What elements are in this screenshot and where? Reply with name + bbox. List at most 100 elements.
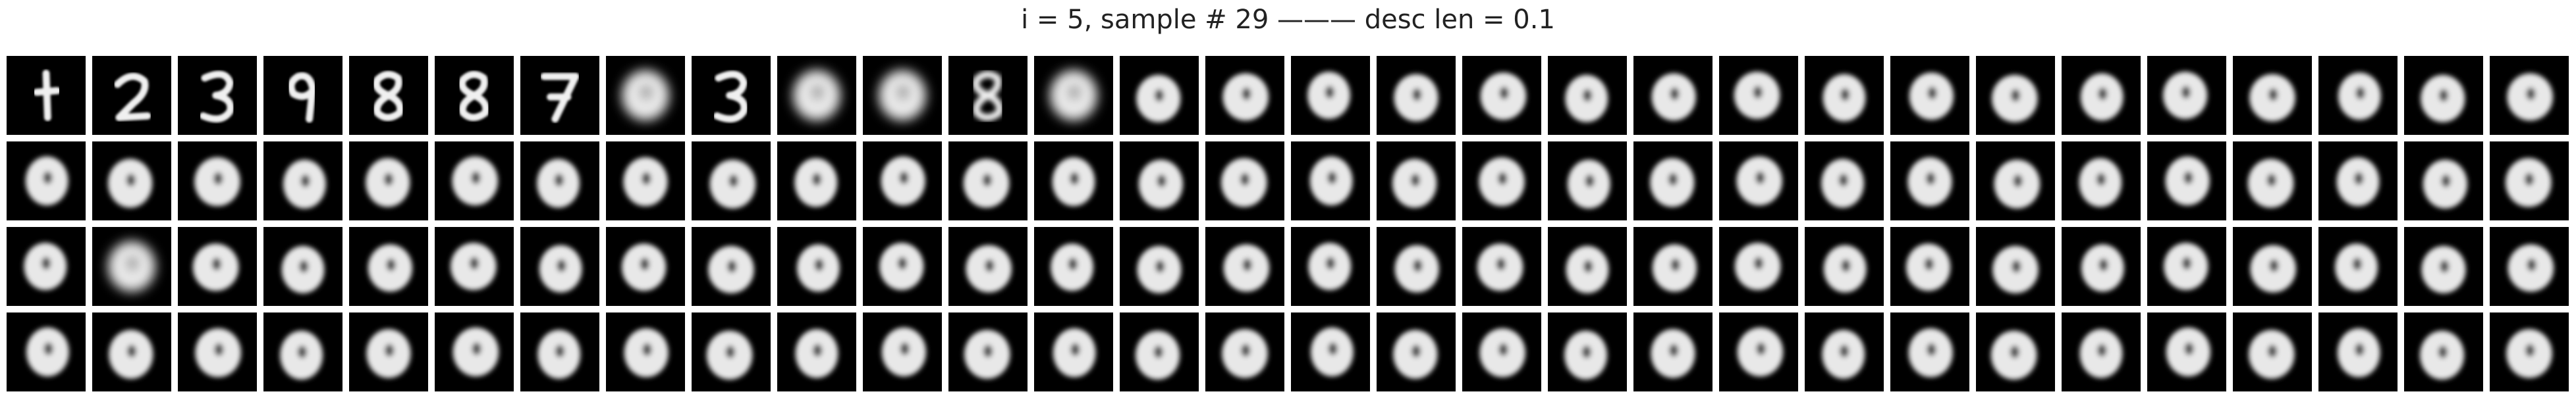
sample-image [1719,312,1798,391]
sample-image [2404,56,2483,135]
sample-image [1890,227,1969,306]
sample-image [777,141,856,220]
sample-image [178,141,257,220]
sample-image [2233,56,2312,135]
sample-image [948,141,1028,220]
sample-image [692,227,771,306]
sample-image [2062,56,2141,135]
sample-image [2490,56,2569,135]
sample-image [2490,312,2569,391]
sample-image [1548,312,1627,391]
sample-image [1377,227,1456,306]
sample-image [1976,56,2055,135]
sample-image [2062,227,2141,306]
sample-image [2147,56,2226,135]
sample-image [1462,227,1541,306]
sample-image [1633,141,1713,220]
sample-image [863,227,942,306]
sample-image [1205,56,1284,135]
sample-image [435,227,514,306]
sample-image [7,56,86,135]
sample-image [7,227,86,306]
sample-image [1890,312,1969,391]
sample-image [7,141,86,220]
sample-image [606,56,685,135]
sample-image [2318,141,2398,220]
sample-image [2147,227,2226,306]
sample-image [1120,56,1199,135]
sample-image [263,312,343,391]
sample-image [1633,227,1713,306]
sample-image [1120,227,1199,306]
sample-image [2404,227,2483,306]
sample-image [1377,312,1456,391]
sample-image [606,312,685,391]
sample-image [1633,56,1713,135]
sample-image [863,141,942,220]
sample-image [2233,312,2312,391]
sample-image [1291,141,1370,220]
sample-image [777,227,856,306]
sample-image [1890,56,1969,135]
sample-image [2404,141,2483,220]
sample-image [948,56,1028,135]
sample-image [1976,141,2055,220]
sample-image [606,227,685,306]
sample-image [1377,141,1456,220]
sample-image [349,227,428,306]
sample-image [1034,312,1113,391]
sample-image [863,312,942,391]
sample-image [2490,227,2569,306]
sample-image [606,141,685,220]
sample-image [263,141,343,220]
sample-image [2062,312,2141,391]
sample-image [777,312,856,391]
sample-image [520,227,599,306]
sample-image [1719,227,1798,306]
sample-image [948,227,1028,306]
sample-image [777,56,856,135]
sample-image [349,56,428,135]
sample-image [178,312,257,391]
sample-image [520,56,599,135]
sample-image [92,312,171,391]
sample-image [2318,312,2398,391]
sample-image [1719,56,1798,135]
sample-image [948,312,1028,391]
sample-image [349,312,428,391]
sample-image [1205,312,1284,391]
sample-image [1291,227,1370,306]
sample-image [1291,312,1370,391]
sample-image [1976,227,2055,306]
sample-image [692,141,771,220]
sample-image [520,141,599,220]
sample-image [1548,56,1627,135]
sample-image [349,141,428,220]
sample-image [435,312,514,391]
sample-image [1205,227,1284,306]
sample-image [2233,227,2312,306]
sample-image [1805,141,1884,220]
sample-image [2147,312,2226,391]
sample-image [692,312,771,391]
sample-image [1462,56,1541,135]
sample-image [1034,56,1113,135]
sample-image [1120,312,1199,391]
sample-image [2318,227,2398,306]
sample-image [1976,312,2055,391]
sample-image [92,227,171,306]
sample-image [1377,56,1456,135]
sample-image [178,56,257,135]
sample-image [2490,141,2569,220]
sample-image [1548,141,1627,220]
sample-image [263,227,343,306]
sample-image [1462,141,1541,220]
sample-image [92,56,171,135]
sample-image [2404,312,2483,391]
sample-image [1805,227,1884,306]
sample-image [2062,141,2141,220]
sample-image [520,312,599,391]
sample-image [1805,312,1884,391]
sample-image [1462,312,1541,391]
